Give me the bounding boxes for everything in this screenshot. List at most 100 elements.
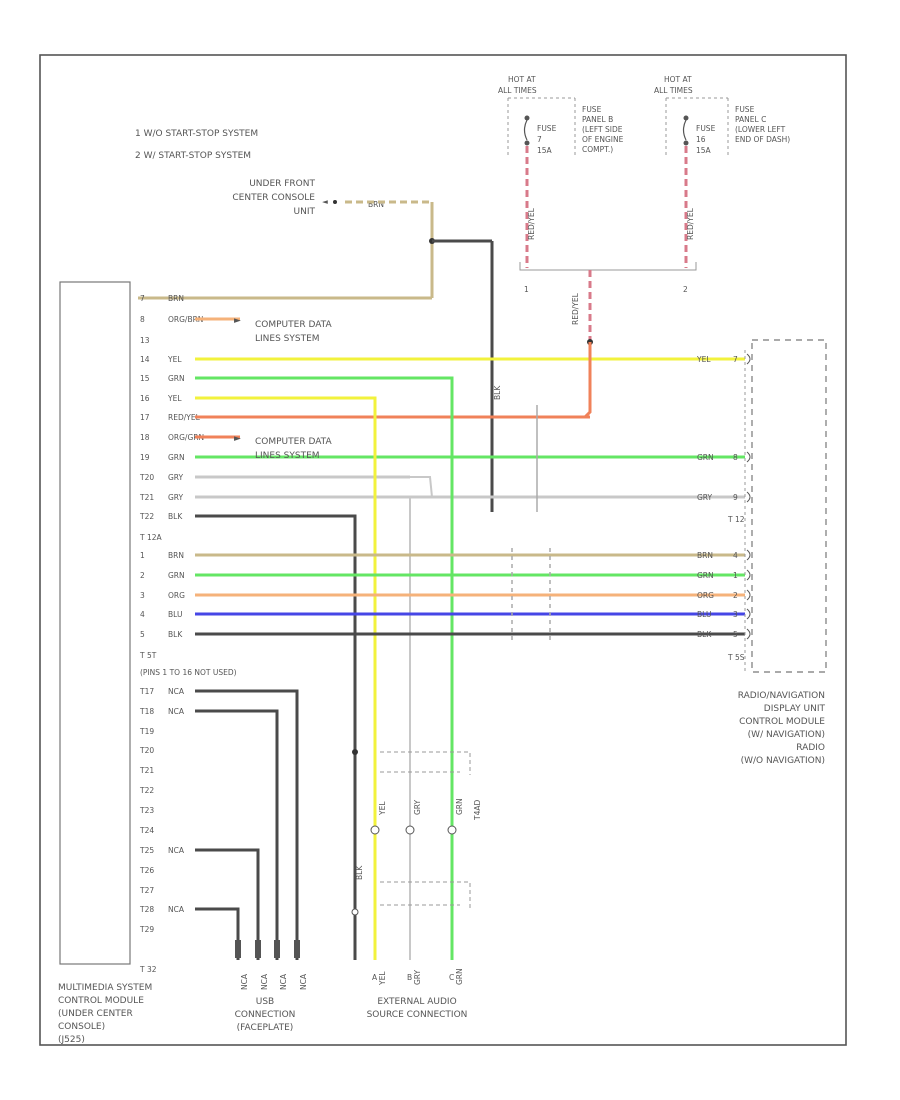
legend-line-1: 1 W/O START-STOP SYSTEM	[135, 129, 258, 139]
left-wire-label: GRN	[168, 374, 185, 383]
ext-bracket	[380, 751, 471, 775]
left-wire-label: GRN	[168, 571, 185, 580]
left-wire-label: ORG	[168, 591, 185, 600]
left-wire-label: BLU	[168, 610, 182, 619]
left-wire-label: NCA	[168, 846, 185, 855]
left-pin-label: 15	[140, 374, 150, 383]
pins-not-used-note: (PINS 1 TO 16 NOT USED)	[140, 668, 237, 677]
left-pin-label: 17	[140, 413, 150, 422]
under-front-pin	[333, 200, 337, 204]
left-pin-label: T20	[139, 473, 154, 482]
radio-label-6: (W/O NAVIGATION)	[741, 756, 825, 766]
ext-terminal	[447, 825, 457, 835]
usb-label-1: USB	[256, 997, 274, 1007]
svg-text:RED/YEL: RED/YEL	[527, 207, 536, 240]
svg-text:(LOWER LEFT: (LOWER LEFT	[735, 125, 786, 134]
arrow-glyph: ►	[234, 316, 241, 326]
left-pin-label: 8	[140, 315, 145, 324]
ground-terminal	[351, 908, 359, 916]
usb-wire-label: NCA	[240, 973, 249, 990]
left-pin-label: T25	[139, 846, 154, 855]
right-pin-label: 7	[733, 355, 738, 364]
left-pin-label: 13	[140, 336, 150, 345]
conn-t5t: T 5T	[139, 651, 157, 660]
left-wire-label: BRN	[168, 294, 184, 303]
ext-wire-label: YEL	[378, 801, 387, 816]
left-pin-label: T20	[139, 746, 154, 755]
computer-data-1-line-2: LINES SYSTEM	[255, 334, 320, 344]
left-wire-label: NCA	[168, 707, 185, 716]
left-wire-label: GRY	[168, 473, 184, 482]
usb-wire-label: NCA	[299, 973, 308, 990]
usb-wire	[195, 907, 240, 960]
under-front-label-2: CENTER CONSOLE	[232, 193, 315, 203]
svg-text:END OF DASH): END OF DASH)	[735, 135, 790, 144]
svg-text:15A: 15A	[696, 146, 712, 155]
computer-data-2-line-1: COMPUTER DATA	[255, 437, 332, 447]
svg-text:FUSE: FUSE	[696, 124, 716, 133]
ext-wire-end-label: YEL	[378, 971, 387, 986]
left-pin-label: 1	[140, 551, 145, 560]
gry-down	[195, 496, 411, 960]
junction-wire-label: RED/YEL	[571, 292, 580, 325]
ext-wire-label: GRN	[455, 798, 464, 815]
external-audio-label-1: EXTERNAL AUDIO	[377, 997, 456, 1007]
left-wire-label: GRY	[168, 493, 184, 502]
left-pin-label: 18	[140, 433, 150, 442]
svg-text:ALL TIMES: ALL TIMES	[498, 86, 537, 95]
svg-text:HOT AT: HOT AT	[664, 75, 692, 84]
left-wire-label: GRN	[168, 453, 185, 462]
svg-text:15A: 15A	[537, 146, 553, 155]
multimedia-label-4: CONSOLE)	[58, 1022, 105, 1032]
left-wire-label: RED/YEL	[168, 413, 201, 422]
svg-text:FUSE: FUSE	[735, 105, 755, 114]
usb-pin	[294, 940, 300, 958]
svg-text:ALL TIMES: ALL TIMES	[654, 86, 693, 95]
ext-wire-end-label: GRY	[413, 969, 422, 985]
left-pin-label: 5	[140, 630, 145, 639]
right-pin-label: 2	[733, 591, 738, 600]
right-wire-label: BLK	[697, 630, 712, 639]
grn-down	[195, 376, 454, 960]
pin-socket	[746, 353, 751, 365]
left-pin-label: T24	[139, 826, 154, 835]
right-wire-label: BRN	[697, 551, 713, 560]
svg-text:1: 1	[524, 285, 529, 294]
svg-text:PANEL C: PANEL C	[735, 115, 766, 124]
svg-text:HOT AT: HOT AT	[508, 75, 536, 84]
conn-t12a: T 12A	[139, 533, 163, 542]
left-pin-label: T19	[139, 727, 154, 736]
ext-pin-label: B	[407, 973, 412, 982]
ext-terminal	[370, 825, 380, 835]
left-pin-label: T22	[139, 786, 154, 795]
external-audio-label-2: SOURCE CONNECTION	[367, 1010, 468, 1020]
usb-label-3: (FACEPLATE)	[237, 1023, 294, 1033]
usb-pin	[255, 940, 261, 958]
right-pin-label: 4	[733, 551, 738, 560]
ext-pin-label: A	[372, 973, 378, 982]
usb-wire-label: NCA	[279, 973, 288, 990]
left-pin-label: T26	[139, 866, 154, 875]
usb-pin	[274, 940, 280, 958]
redyel-run	[195, 342, 592, 419]
ext-conn-label: T4AD	[473, 800, 482, 821]
under-front-wire: BRN	[368, 200, 384, 209]
pin-socket	[746, 451, 751, 463]
under-front-arrow: ◄	[322, 197, 328, 206]
left-wire-label: YEL	[167, 355, 182, 364]
left-wire-label: NCA	[168, 905, 185, 914]
usb-wire	[195, 848, 260, 960]
under-front-label-3: UNIT	[294, 207, 316, 217]
ext-wire-end-label: GRN	[455, 968, 464, 985]
radio-label-3: CONTROL MODULE	[739, 717, 825, 727]
left-wire-label: ORG/BRN	[168, 315, 203, 324]
arrow-glyph: ►	[234, 434, 241, 444]
pin-socket	[746, 491, 751, 503]
svg-text:PANEL B: PANEL B	[582, 115, 613, 124]
conn-t5s: T 5S	[727, 653, 745, 662]
right-pin-label: 3	[733, 610, 738, 619]
conn-t12: T 12	[727, 515, 745, 524]
radio-label-2: DISPLAY UNIT	[764, 704, 826, 714]
